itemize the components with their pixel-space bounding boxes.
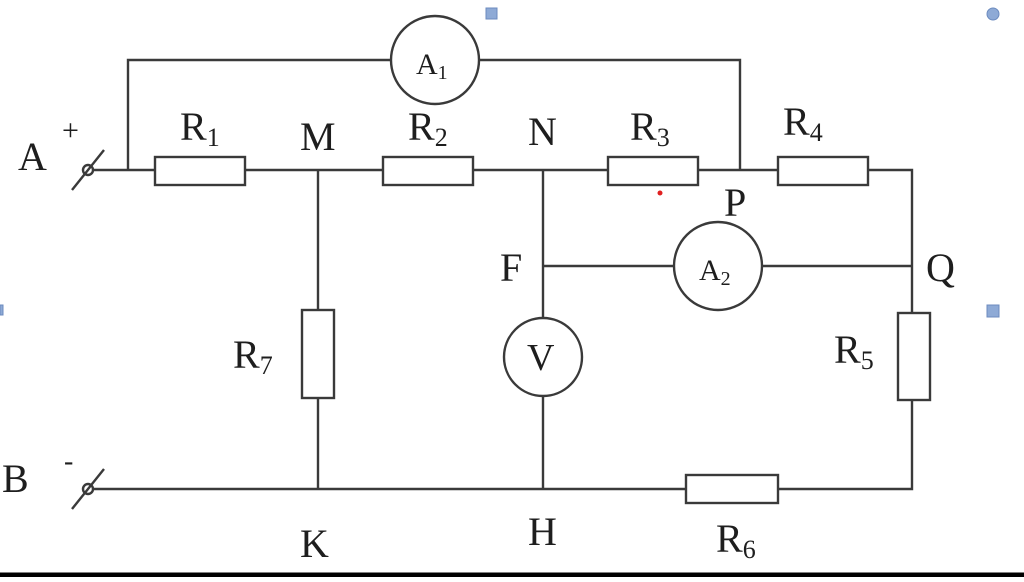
selection-handle-top-right[interactable] — [986, 7, 1000, 21]
voltmeter-v-label: V — [527, 337, 555, 379]
node-p-label: P — [724, 180, 746, 225]
resistor-r1 — [153, 155, 247, 187]
selection-handle-left[interactable] — [0, 304, 4, 316]
resistor-r5-label: R5 — [834, 327, 874, 375]
resistor-r4-label: R4 — [783, 99, 823, 147]
wire-r5-r6 — [778, 400, 914, 491]
resistor-r7 — [300, 308, 336, 400]
ammeter-a1 — [389, 14, 481, 106]
ammeter-a2-label: A2 — [699, 254, 731, 290]
node-q-label: Q — [926, 245, 955, 290]
resistor-r7-label: R7 — [233, 332, 273, 380]
terminal-b — [71, 468, 105, 510]
terminal-b-slash — [71, 468, 105, 510]
resistor-r2 — [381, 155, 475, 187]
ammeter-a2 — [672, 220, 764, 312]
resistors — [153, 155, 932, 505]
node-b-label: B — [2, 456, 29, 501]
node-m-label: M — [300, 114, 336, 159]
resistor-r1-label: R1 — [180, 104, 220, 152]
wire-r4-r5 — [868, 168, 914, 313]
resistor-r2-label: R2 — [408, 104, 448, 152]
resistor-r6-label: R6 — [716, 516, 756, 564]
node-k-label: K — [300, 521, 329, 566]
terminal-a — [71, 149, 105, 191]
selection-handle-right[interactable] — [986, 304, 1000, 318]
polarity-plus: + — [62, 114, 79, 147]
meters — [389, 14, 764, 398]
voltmeter-v — [502, 316, 584, 398]
resistor-r4 — [776, 155, 870, 187]
resistor-r3-label: R3 — [630, 104, 670, 152]
selection-handle-top[interactable] — [485, 7, 498, 20]
resistor-r6 — [684, 473, 780, 505]
wire-a1-loop-right — [480, 58, 742, 170]
ammeter-a1-label: A1 — [416, 48, 448, 84]
red-dot-mark — [657, 190, 663, 196]
node-f-label: F — [500, 245, 522, 290]
resistor-r3 — [606, 155, 700, 187]
node-n-label: N — [528, 109, 557, 154]
node-h-label: H — [528, 509, 557, 554]
polarity-minus: - — [64, 446, 73, 477]
resistor-r5 — [896, 311, 932, 402]
node-a-label: A — [18, 134, 47, 179]
terminal-a-slash — [71, 149, 105, 191]
wire-a1-loop-left — [126, 58, 390, 170]
wires — [92, 58, 914, 491]
